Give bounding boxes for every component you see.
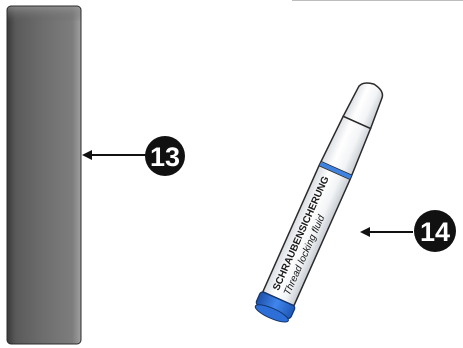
callout-14-label: 14	[420, 217, 450, 247]
callout-13-label: 13	[150, 142, 180, 172]
callout-13-arrow	[82, 150, 146, 160]
metal-bar-icon	[7, 6, 81, 344]
arrow-left-icon	[82, 150, 92, 160]
arrow-left-icon	[360, 227, 370, 237]
threadlock-tube-icon: SCHRAUBENSICHERUNG Thread locking fluid	[252, 76, 391, 325]
callout-14-arrow	[360, 227, 413, 237]
callout-14: 14	[414, 210, 456, 252]
callout-13: 13	[145, 136, 185, 176]
